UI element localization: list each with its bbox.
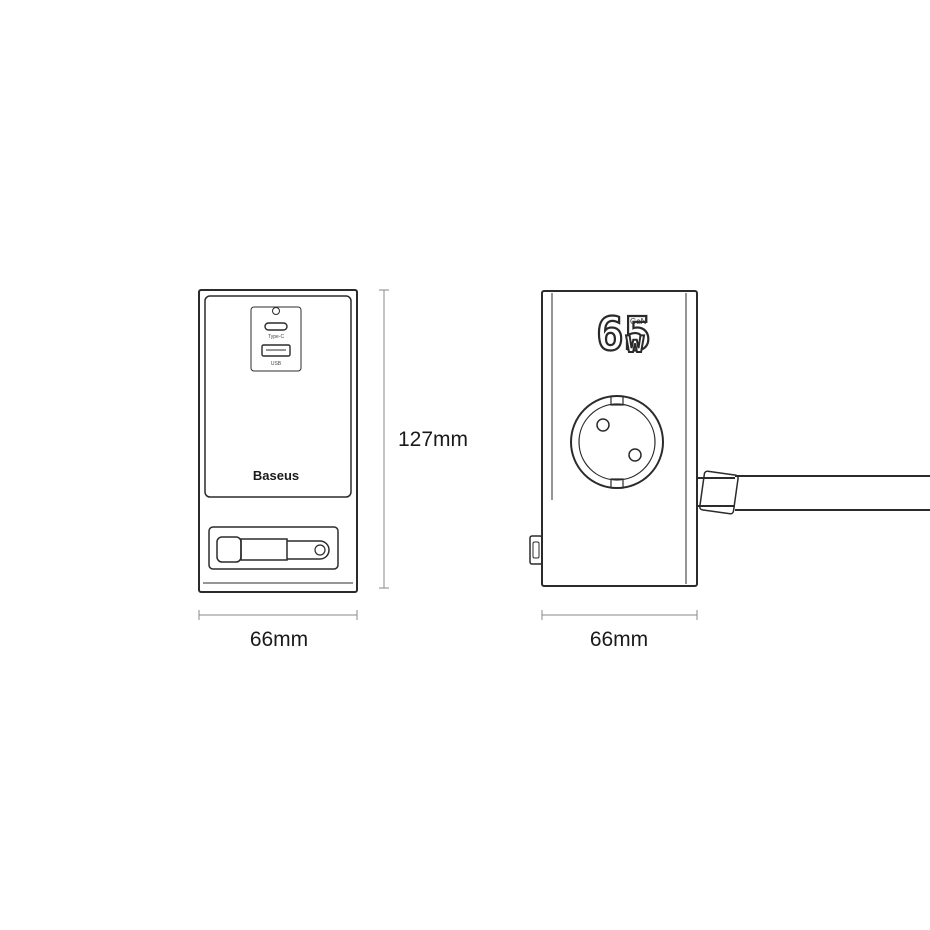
port-plate: [250, 306, 302, 372]
socket-ground-clip-bottom: [610, 478, 624, 489]
height-dimension: [379, 289, 389, 589]
usb-c-port-icon: [264, 322, 288, 331]
stored-cable-loop: [287, 540, 330, 560]
side-switch-button: [529, 535, 543, 565]
front-width-label: 66mm: [250, 628, 308, 651]
power-cable: [697, 475, 930, 511]
front-view: [198, 289, 358, 593]
side-body-outline: [541, 290, 698, 587]
cable-compartment: [208, 526, 339, 570]
schuko-socket-inner: [578, 403, 656, 481]
front-upper-panel: [204, 295, 352, 498]
side-width-dimension: [541, 610, 698, 620]
socket-pin-hole-left: [596, 418, 610, 432]
side-width-label: 66mm: [590, 628, 648, 651]
stored-cable-connector-icon: [216, 536, 242, 563]
brand-logo-text: Baseus: [253, 468, 299, 483]
height-label: 127mm: [398, 428, 468, 451]
usb-a-port-icon: [261, 344, 291, 357]
stored-cable-body: [240, 538, 288, 561]
power-indicator-icon: [272, 307, 280, 315]
front-width-dimension: [198, 610, 358, 620]
socket-pin-hole-right: [628, 448, 642, 462]
stored-cable-end-icon: [314, 544, 326, 556]
side-view: [529, 290, 930, 587]
usb-a-label: USB: [271, 361, 282, 367]
gan-label: GaN: [630, 317, 647, 326]
socket-ground-clip-top: [610, 395, 624, 406]
power-rating-unit: w: [626, 325, 645, 360]
cable-strain-relief: [699, 470, 739, 515]
usb-c-label: Type-C: [268, 334, 285, 340]
front-body-outline: [198, 289, 358, 593]
power-rating-number: 65: [596, 307, 651, 361]
